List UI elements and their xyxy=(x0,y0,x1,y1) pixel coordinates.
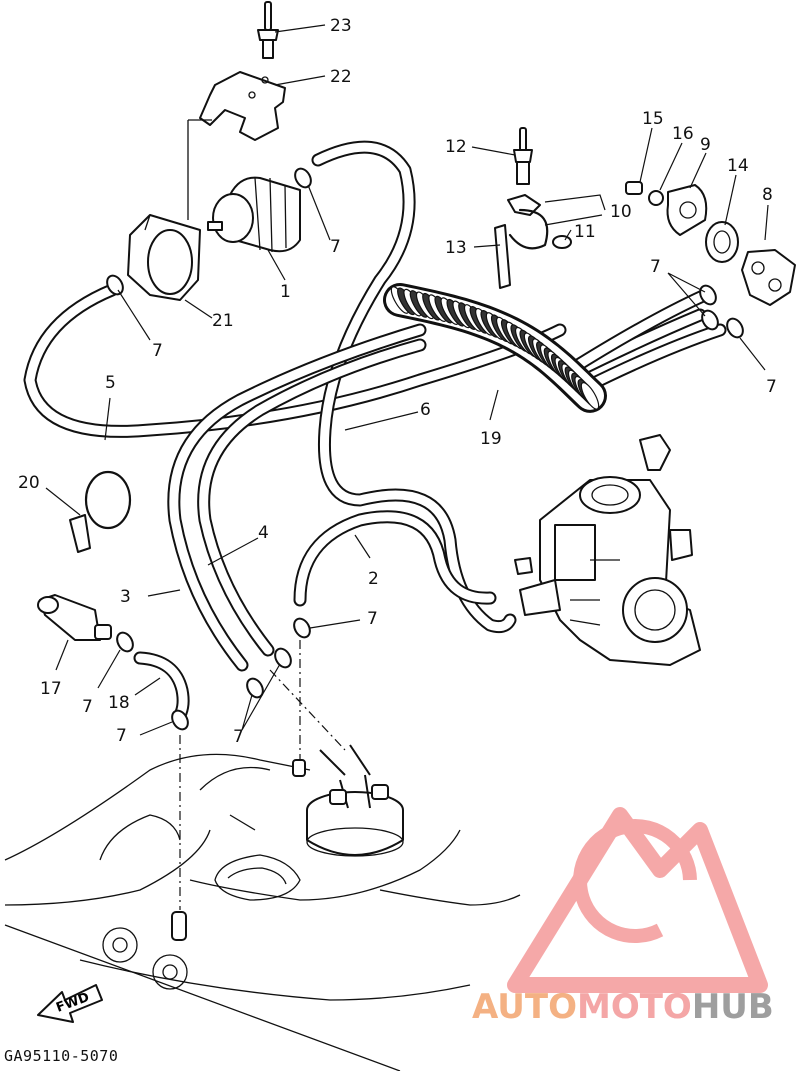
callout-7f: 7 xyxy=(82,697,93,717)
callout-22: 22 xyxy=(330,67,352,87)
callout-20: 20 xyxy=(18,473,40,493)
joint xyxy=(37,594,112,641)
callout-18: 18 xyxy=(108,693,130,713)
callout-8: 8 xyxy=(762,185,773,205)
callout-7a: 7 xyxy=(330,237,341,257)
callout-2: 2 xyxy=(368,569,379,589)
figure-code: GA95110-5070 xyxy=(4,1047,119,1065)
callout-7g: 7 xyxy=(116,726,127,746)
callout-5: 5 xyxy=(105,373,116,393)
callout-3: 3 xyxy=(120,587,131,607)
tie-band xyxy=(69,470,132,553)
fwd-arrow: FWD xyxy=(37,984,103,1023)
hose-clamp-parts xyxy=(494,127,572,289)
carburetor xyxy=(514,434,701,666)
centerlines xyxy=(179,640,346,910)
corrugated-tube xyxy=(383,283,607,413)
watermark-logo xyxy=(507,807,768,993)
callout-7d: 7 xyxy=(766,377,777,397)
callout-7h: 7 xyxy=(233,727,244,747)
watermark-moto: MOTO xyxy=(577,987,692,1027)
filter-holder xyxy=(127,214,201,301)
watermark-text: AUTOMOTOHUB xyxy=(472,987,774,1027)
fuel-pickup xyxy=(292,744,404,857)
callout-15: 15 xyxy=(642,109,664,129)
callout-19: 19 xyxy=(480,429,502,449)
callout-1: 1 xyxy=(280,282,291,302)
callout-7b: 7 xyxy=(152,341,163,361)
callout-4: 4 xyxy=(258,523,269,543)
callout-9: 9 xyxy=(700,135,711,155)
bolt xyxy=(257,1,279,59)
callout-6: 6 xyxy=(420,400,431,420)
bracket xyxy=(199,71,286,141)
callout-17: 17 xyxy=(40,679,62,699)
callout-labels: 2322172175121516914810111377196204327177… xyxy=(18,16,777,747)
hull-outline xyxy=(4,753,521,1071)
callout-13: 13 xyxy=(445,238,467,258)
fuel-filter xyxy=(207,176,301,253)
svg-text:AUTOMOTOHUB: AUTOMOTOHUB xyxy=(472,987,774,1027)
callout-11: 11 xyxy=(574,222,596,242)
callout-21: 21 xyxy=(212,311,234,331)
callout-23: 23 xyxy=(330,16,352,36)
watermark-auto: AUTO xyxy=(472,987,577,1027)
leader-lines xyxy=(45,24,769,736)
callout-12: 12 xyxy=(445,137,467,157)
pump-parts xyxy=(625,181,796,306)
callout-7c: 7 xyxy=(650,257,661,277)
hose-clamps xyxy=(106,167,744,731)
callout-10: 10 xyxy=(610,202,632,222)
callout-16: 16 xyxy=(672,124,694,144)
callout-14: 14 xyxy=(727,156,749,176)
callout-7e: 7 xyxy=(367,609,378,629)
watermark-hub: HUB xyxy=(692,987,774,1027)
deck-fittings xyxy=(102,911,188,990)
